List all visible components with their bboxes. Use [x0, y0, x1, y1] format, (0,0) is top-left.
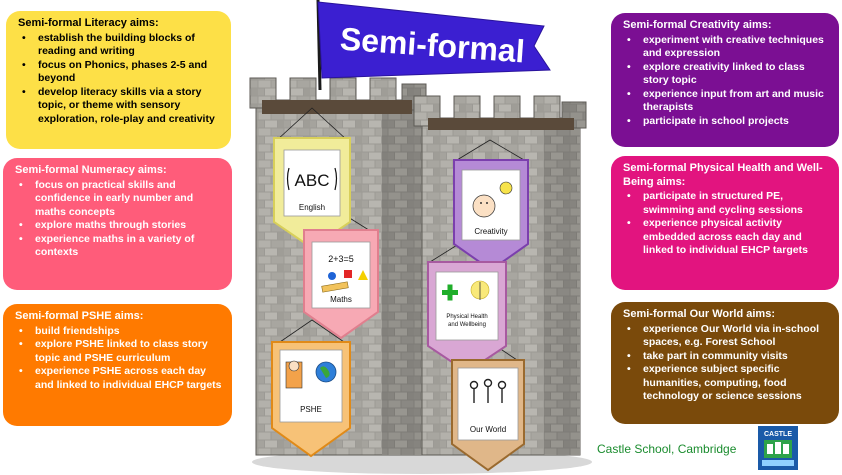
creativity-title: Semi-formal Creativity aims: [623, 19, 772, 31]
list-item: experience Our World via in-school space… [623, 323, 831, 350]
physical-health-list: participate in structured PE, swimming a… [623, 190, 831, 258]
list-item: develop literacy skills via a story topi… [18, 86, 223, 127]
pennant-physical-health: Physical Health and Wellbeing [427, 261, 507, 374]
maths-symbol: 2+3=5 [328, 254, 354, 264]
pennant-english: ABC English [273, 137, 351, 250]
list-item: explore maths through stories [15, 219, 224, 233]
triangle-icon [358, 270, 368, 280]
castle-school-logo: CASTLE [758, 426, 798, 470]
pshe-label: PSHE [300, 405, 322, 414]
physical-label-line1: Physical Health [446, 314, 487, 320]
school-name: Castle School, Cambridge [597, 442, 737, 456]
literacy-aims-box: Semi-formal Literacy aims: establish the… [6, 11, 231, 149]
circle-icon [328, 272, 336, 280]
pennant-pshe: PSHE [271, 341, 351, 458]
physical-health-title: Semi-formal Physical Health and Well-Bei… [623, 162, 823, 188]
numeracy-list: focus on practical skills and confidence… [15, 179, 224, 260]
physical-label-line2: and Wellbeing [448, 322, 486, 328]
our-world-list: experience Our World via in-school space… [623, 323, 831, 404]
maths-label: Maths [330, 295, 352, 304]
numeracy-aims-box: Semi-formal Numeracy aims: focus on prac… [3, 158, 232, 290]
square-icon [344, 270, 352, 278]
lightbulb-icon [499, 181, 513, 195]
logo-text: CASTLE [764, 431, 792, 438]
list-item: build friendships [15, 325, 224, 339]
literacy-list: establish the building blocks of reading… [18, 32, 223, 127]
physical-health-aims-box: Semi-formal Physical Health and Well-Bei… [611, 156, 839, 290]
castle-tower-illustration: Semi-formal ABC English 2+3=5 Maths [249, 0, 592, 474]
list-item: experience input from art and music ther… [623, 88, 831, 115]
our-world-label: Our World [470, 425, 506, 434]
list-item: explore PSHE linked to class story topic… [15, 338, 224, 365]
face-icon [472, 194, 496, 218]
list-item: establish the building blocks of reading… [18, 32, 223, 59]
list-item: experiment with creative techniques and … [623, 34, 831, 61]
literacy-title: Semi-formal Literacy aims: [18, 17, 159, 29]
pshe-aims-box: Semi-formal PSHE aims: build friendships… [3, 304, 232, 426]
pshe-list: build friendships explore PSHE linked to… [15, 325, 224, 393]
our-world-title: Semi-formal Our World aims: [623, 308, 775, 320]
list-item: experience physical activity embedded ac… [623, 217, 831, 258]
list-item: focus on Phonics, phases 2-5 and beyond [18, 59, 223, 86]
english-symbol: ABC [295, 171, 330, 190]
list-item: experience maths in a variety of context… [15, 233, 224, 260]
list-item: participate in school projects [623, 115, 831, 129]
people-icon [469, 378, 507, 403]
pennant-creativity: Creativity [453, 159, 529, 272]
flag [317, 1, 551, 79]
creativity-label: Creativity [474, 227, 507, 236]
pennant-maths: 2+3=5 Maths [303, 229, 379, 340]
list-item: explore creativity linked to class story… [623, 61, 831, 88]
list-item: participate in structured PE, swimming a… [623, 190, 831, 217]
list-item: take part in community visits [623, 350, 831, 364]
numeracy-title: Semi-formal Numeracy aims: [15, 164, 167, 176]
our-world-aims-box: Semi-formal Our World aims: experience O… [611, 302, 839, 424]
list-item: focus on practical skills and confidence… [15, 179, 224, 220]
creativity-list: experiment with creative techniques and … [623, 34, 831, 129]
pshe-title: Semi-formal PSHE aims: [15, 310, 144, 322]
pennant-our-world: Our World [451, 359, 525, 472]
list-item: experience PSHE across each day and link… [15, 365, 224, 392]
creativity-aims-box: Semi-formal Creativity aims: experiment … [611, 13, 839, 147]
list-item: experience subject specific humanities, … [623, 363, 831, 404]
english-label: English [299, 203, 325, 212]
ruler-icon [321, 281, 349, 293]
